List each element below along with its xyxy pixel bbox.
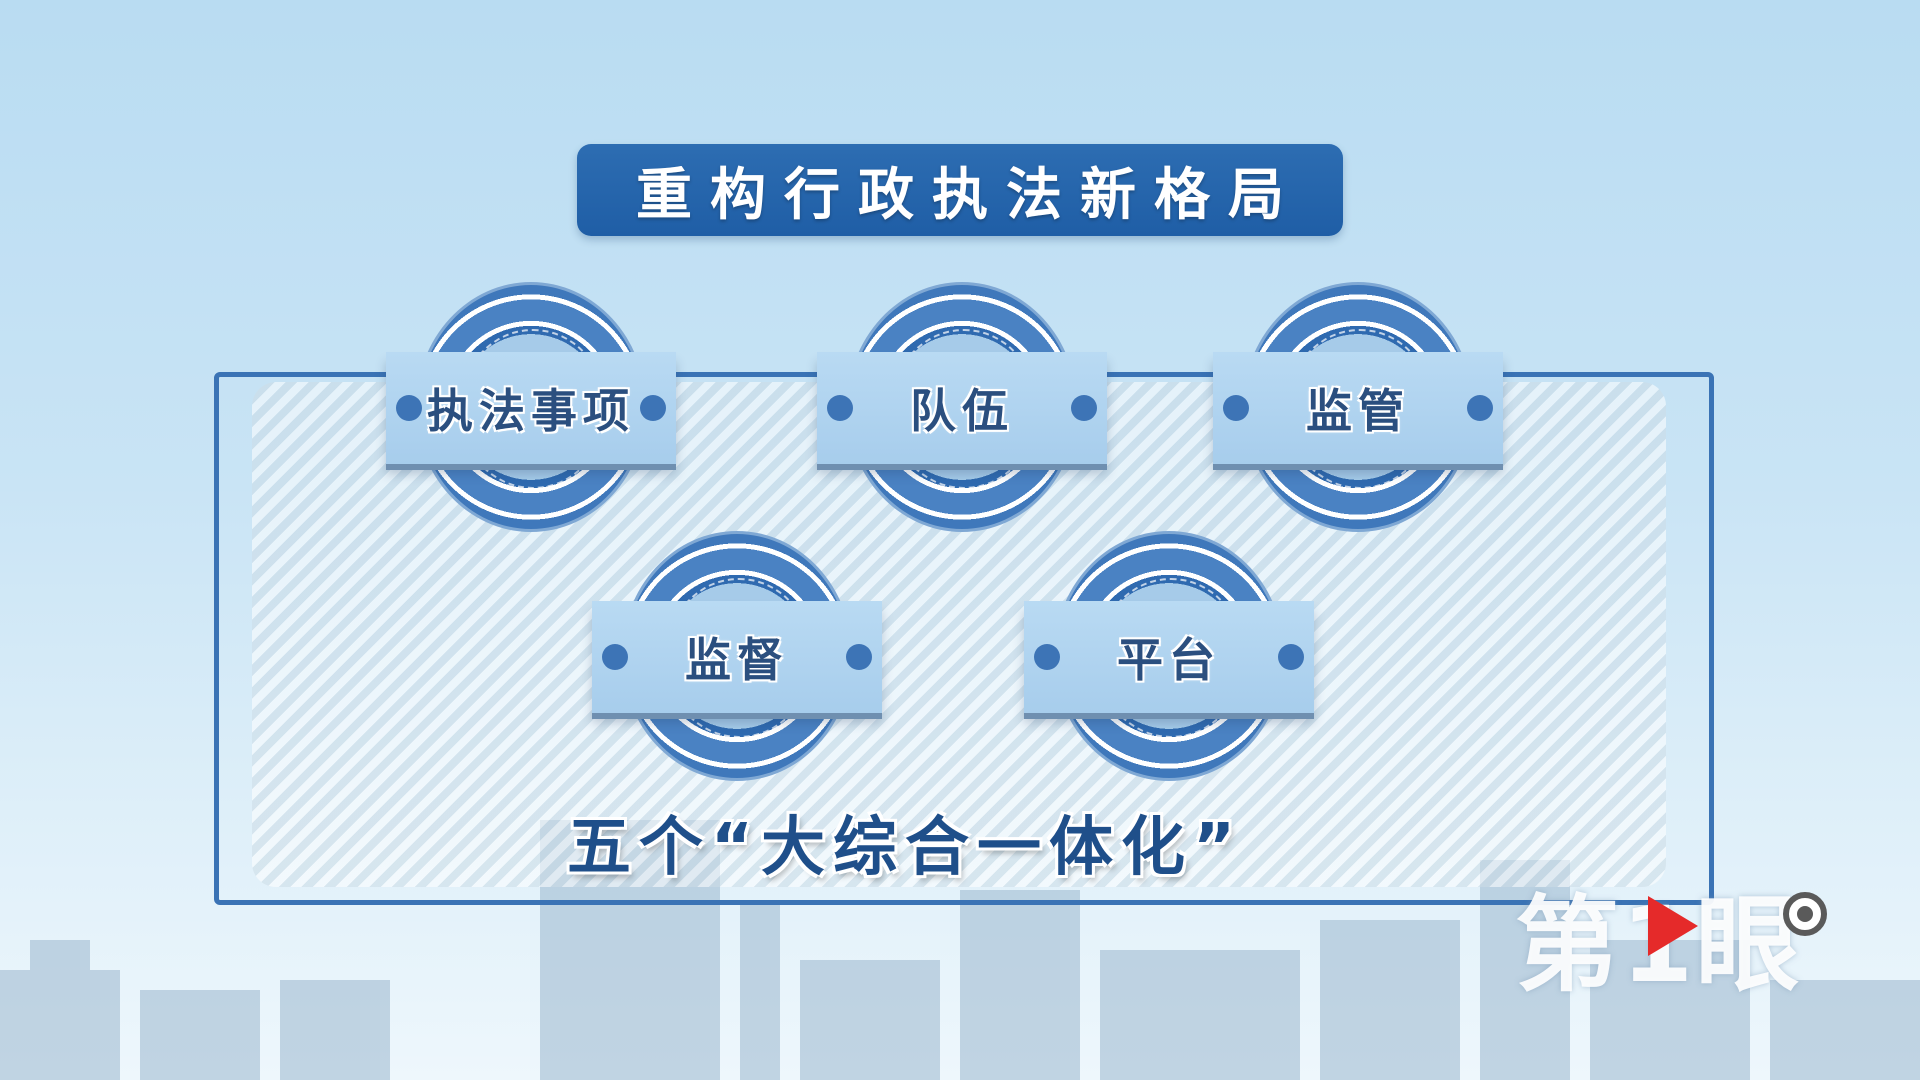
node-label: 监管 <box>1306 384 1410 438</box>
node-oversight: 监督 <box>592 531 882 781</box>
node-platform: 平台 <box>1024 531 1314 781</box>
node-label: 执法事项 <box>427 384 635 438</box>
connector-dot <box>1034 644 1060 670</box>
node-label: 平台 <box>1117 633 1221 687</box>
node-supervision-management: 监管 <box>1213 282 1503 532</box>
node-team: 队伍 <box>817 282 1107 532</box>
node-plate: 平台 <box>1024 601 1314 713</box>
connector-dot <box>846 644 872 670</box>
connector-dot <box>602 644 628 670</box>
play-icon <box>1648 896 1698 956</box>
title-banner: 重构行政执法新格局 <box>577 144 1343 236</box>
node-plate: 执法事项 <box>386 352 676 464</box>
node-enforcement-items: 执法事项 <box>386 282 676 532</box>
connector-dot <box>640 395 666 421</box>
diagram-title: 重构行政执法新格局 <box>636 162 1302 228</box>
eye-icon <box>1783 892 1827 936</box>
connector-dot <box>1223 395 1249 421</box>
node-label: 监督 <box>685 633 789 687</box>
node-plate: 队伍 <box>817 352 1107 464</box>
summary-caption: 五个“大综合一体化” <box>566 811 1244 885</box>
connector-dot <box>1467 395 1493 421</box>
connector-dot <box>827 395 853 421</box>
channel-logo: 第1眼 <box>1515 860 1835 1006</box>
node-plate: 监督 <box>592 601 882 713</box>
connector-dot <box>1278 644 1304 670</box>
node-plate: 监管 <box>1213 352 1503 464</box>
connector-dot <box>1071 395 1097 421</box>
node-label: 队伍 <box>910 384 1014 438</box>
connector-dot <box>396 395 422 421</box>
